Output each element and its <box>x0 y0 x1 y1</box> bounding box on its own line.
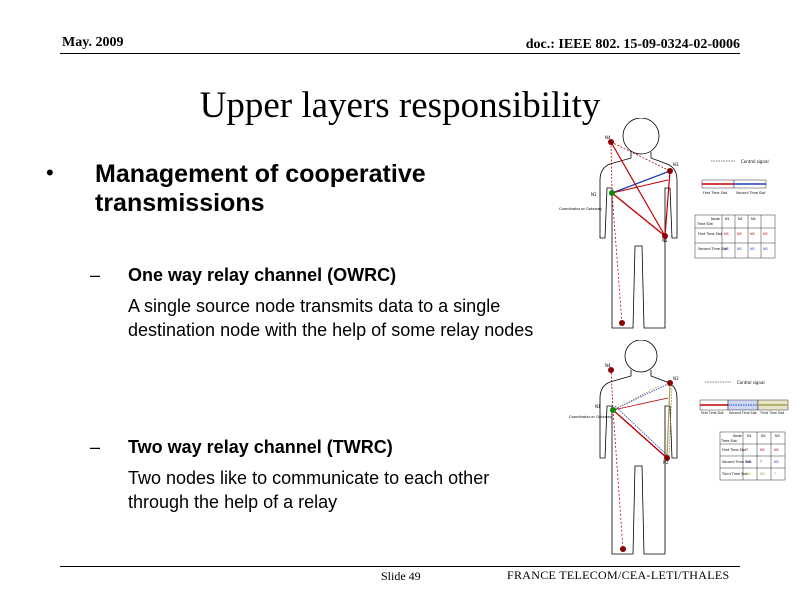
header-date: May. 2009 <box>62 35 124 50</box>
table-header: N2 <box>761 434 766 438</box>
node-n4 <box>608 367 614 373</box>
table-cell: T <box>759 460 763 464</box>
twrc-description: Two nodes like to communicate to each ot… <box>128 468 490 512</box>
transmission-links <box>610 369 673 550</box>
header-doc-id: doc.: IEEE 802. 15-09-0324-02-0006 <box>525 37 740 52</box>
footer-organizations: FRANCE TELECOM/CEA-LETI/THALES <box>507 568 730 582</box>
sub-bullet-marker: – <box>90 437 101 457</box>
table-cell: NS <box>763 247 768 251</box>
table-header: N4 <box>751 217 756 221</box>
node-label: N1 <box>595 404 601 409</box>
node-foot <box>619 320 625 326</box>
table-cell: NS <box>746 460 751 464</box>
table-cell: Third Time Slot <box>721 472 748 476</box>
node-n1-coordinator <box>610 407 616 413</box>
owrc-heading: One way relay channel (OWRC) <box>128 265 397 285</box>
slide-title: Upper layers responsibility <box>199 85 601 126</box>
table-cell: T <box>745 448 749 452</box>
table-cell: NS <box>724 232 729 236</box>
node-label: N3 <box>673 162 679 167</box>
legend-slot: Second Time Slot <box>729 411 757 415</box>
table-row-label: Time Slot <box>696 222 714 226</box>
table-cell: T <box>773 472 777 476</box>
table-header: Node <box>733 434 742 438</box>
table-header: Node <box>711 217 720 221</box>
legend-slot: Second Time Slot <box>736 191 766 195</box>
node-label: N4 <box>605 135 611 140</box>
legend-control-label: Control signal <box>741 159 769 164</box>
node-n1-coordinator <box>609 190 615 196</box>
time-slot-table: Node N1 N2 N3 Time Slot First Time Slot … <box>719 431 786 481</box>
node-n4 <box>608 139 614 145</box>
table-cell: Second Time Slot <box>698 247 728 251</box>
gateway-label: Coordinator or Gateway <box>559 207 603 211</box>
table-cell: NS <box>750 232 755 236</box>
table-cell: NS <box>737 232 742 236</box>
table-row-label: Time Slot <box>720 439 738 443</box>
twrc-heading: Two way relay channel (TWRC) <box>128 437 393 457</box>
table-cell: First Time Slot <box>722 448 747 452</box>
table-cell: NS <box>774 460 779 464</box>
table-cell: NS <box>760 448 765 452</box>
node-label: N2 <box>663 460 669 465</box>
node-label: N3 <box>673 376 679 381</box>
transmission-links <box>610 141 671 324</box>
table-cell: NS <box>746 472 751 476</box>
owrc-description: A single source node transmits data to a… <box>128 296 534 340</box>
legend-slot: First Time Slot <box>701 411 724 415</box>
table-cell: NS <box>760 472 765 476</box>
table-header: N1 <box>747 434 752 438</box>
bullet-marker: • <box>46 160 54 185</box>
table-header: N2 <box>738 217 743 221</box>
time-slot-table: Node N1 N2 N4 Time Slot First Time Slot … <box>694 214 776 259</box>
header-divider <box>60 53 740 54</box>
node-label: N2 <box>662 238 668 243</box>
legend-slot: Third Time Slot <box>759 411 785 415</box>
table-cell: NS <box>750 247 755 251</box>
node-label: N4 <box>605 363 611 368</box>
table-cell: NS <box>724 247 729 251</box>
node-label: N1 <box>591 192 597 197</box>
human-body-outline <box>599 340 678 555</box>
node-n2 <box>664 455 670 461</box>
node-n3 <box>667 168 673 174</box>
main-bullet: Management of cooperative transmissions <box>95 160 426 217</box>
node-foot <box>620 546 626 552</box>
node-n2 <box>662 233 668 239</box>
footer-divider <box>60 566 740 567</box>
legend-slot: First Time Slot <box>703 191 728 195</box>
sub-bullet-marker: – <box>90 265 101 285</box>
owrc-diagram: N4 N3 N1 N2 Coordinator or Gateway Contr… <box>559 118 776 329</box>
legend: Control signal First Time Slot Second Ti… <box>699 380 789 415</box>
gateway-label: Coordinator or Gateway <box>569 415 613 419</box>
table-cell: NS <box>774 448 779 452</box>
legend: Control signal First Time Slot Second Ti… <box>701 159 769 195</box>
table-cell: NS <box>737 247 742 251</box>
human-body-outline <box>599 118 678 329</box>
table-header: N3 <box>775 434 780 438</box>
node-n3 <box>667 380 673 386</box>
table-cell: Second Time Slot <box>722 460 752 464</box>
slide-number: Slide 49 <box>381 569 421 583</box>
twrc-diagram: N4 N3 N1 N2 Coordinator or Gateway Contr… <box>569 340 789 555</box>
legend-control-label: Control signal <box>737 380 765 385</box>
table-cell: First Time Slot <box>698 232 723 236</box>
table-cell: NS <box>763 232 768 236</box>
table-header: N1 <box>725 217 730 221</box>
